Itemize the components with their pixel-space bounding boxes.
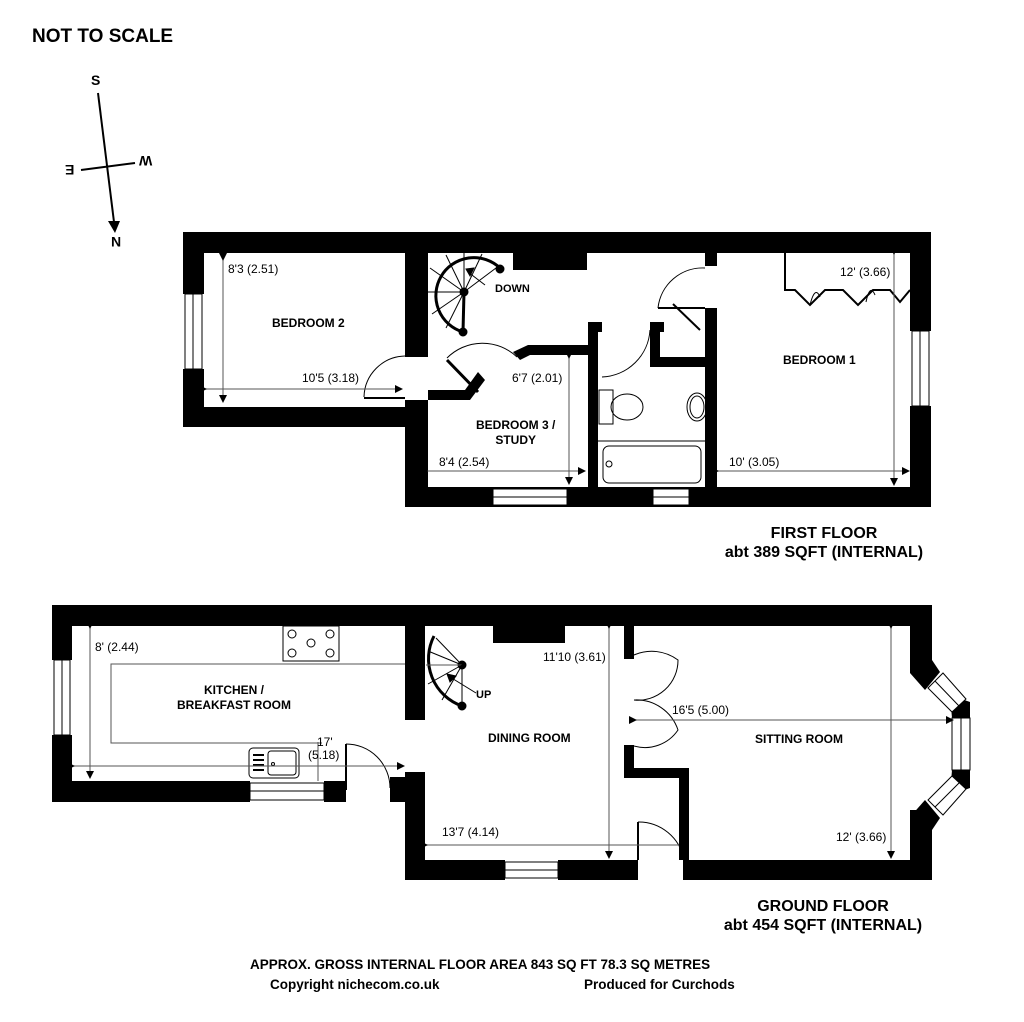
dimension-kitchen-width-imperial: 17': [317, 735, 333, 749]
produced-for-label: Produced for Curchods: [584, 977, 735, 992]
ground-floor-walls: [52, 605, 970, 880]
dimension-kitchen-width-metric: (5.18): [308, 748, 340, 762]
ground-floor-fixtures: [110, 625, 685, 861]
dimension-bedroom-2-depth: 8'3 (2.51): [228, 262, 279, 276]
first-floor-walls: [183, 232, 931, 507]
gross-area-label: APPROX. GROSS INTERNAL FLOOR AREA 843 SQ…: [250, 957, 711, 972]
room-label-line: STUDY: [495, 433, 536, 447]
room-label-line: BEDROOM 3 /: [476, 418, 556, 432]
compass-west-label: W: [139, 153, 153, 169]
room-label-kitchen-breakfast: KITCHEN / BREAKFAST ROOM: [177, 683, 291, 713]
room-label-bedroom-2: BEDROOM 2: [272, 316, 345, 330]
first-floor-dimension-lines: [199, 247, 910, 486]
dimension-kitchen-depth: 8' (2.44): [95, 640, 139, 654]
dimension-bedroom-1-depth: 12' (3.66): [840, 265, 891, 279]
ground-floor-dimension-lines: [67, 621, 954, 859]
dimension-dining-depth: 11'10 (3.61): [543, 650, 606, 664]
compass-south-label: S: [91, 72, 101, 88]
dimension-sitting-width: 16'5 (5.00): [672, 703, 729, 717]
ground-floor-windows: [53, 659, 971, 879]
dimension-bedroom-1-width: 10' (3.05): [729, 455, 780, 469]
room-label-bedroom-3-study: BEDROOM 3 / STUDY: [476, 418, 555, 448]
first-floor-windows: [184, 293, 930, 506]
dimension-dining-width: 13'7 (4.14): [442, 825, 499, 839]
first-floor-title: FIRST FLOOR: [770, 525, 878, 542]
first-floor-fixtures: [363, 252, 911, 484]
ground-floor-area: abt 454 SQFT (INTERNAL): [723, 917, 923, 934]
room-label-dining-room: DINING ROOM: [488, 731, 571, 745]
ground-floor-title: GROUND FLOOR: [757, 898, 889, 915]
ground-floor-heading: GROUND FLOOR abt 454 SQFT (INTERNAL): [712, 897, 934, 935]
compass-east-label: E: [65, 162, 75, 178]
dimension-sitting-depth: 12' (3.66): [836, 830, 887, 844]
compass-north-label: N: [111, 234, 122, 250]
room-label-bedroom-1: BEDROOM 1: [783, 353, 856, 367]
dimension-bedroom-3-depth: 6'7 (2.01): [512, 371, 563, 385]
stairs-up-label: UP: [476, 689, 492, 701]
room-label-sitting-room: SITTING ROOM: [755, 732, 843, 746]
dimension-bedroom-3-width: 8'4 (2.54): [439, 455, 490, 469]
dimension-bedroom-2-width: 10'5 (3.18): [302, 371, 359, 385]
copyright-label: Copyright nichecom.co.uk: [270, 977, 440, 992]
not-to-scale-label: NOT TO SCALE: [32, 26, 174, 47]
stairs-down-label: DOWN: [495, 283, 530, 295]
first-floor-area: abt 389 SQFT (INTERNAL): [724, 544, 924, 561]
room-label-line: BREAKFAST ROOM: [177, 698, 291, 712]
first-floor-heading: FIRST FLOOR abt 389 SQFT (INTERNAL): [716, 524, 932, 562]
room-label-line: KITCHEN /: [204, 683, 264, 697]
compass-icon: [80, 92, 136, 233]
